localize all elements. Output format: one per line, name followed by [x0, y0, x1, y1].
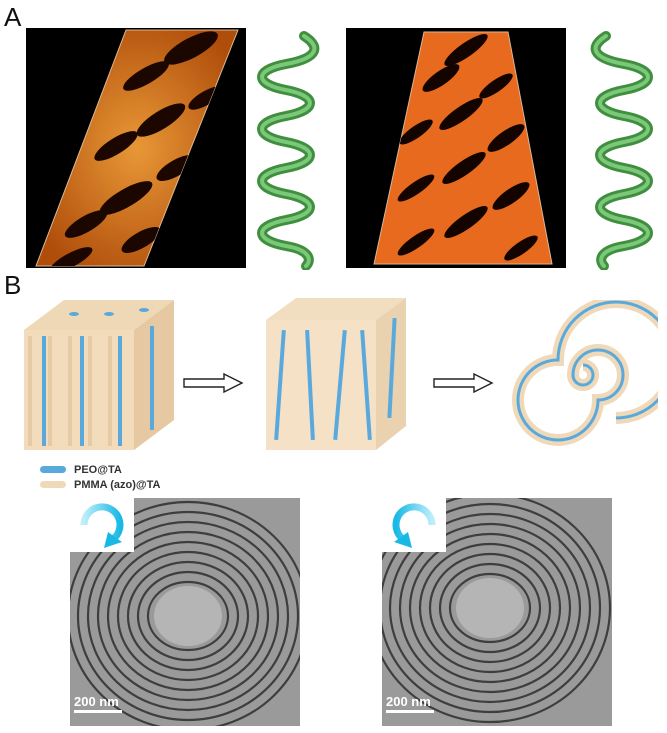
disordered-assembly-schematic	[256, 290, 416, 460]
legend-label: PMMA (azo)@TA	[74, 478, 161, 491]
scale-bar	[74, 710, 122, 713]
panel-label-b: B	[4, 270, 22, 300]
tomography-image-right	[346, 28, 566, 268]
rotation-badge-left	[70, 498, 134, 552]
legend-item-pmma: PMMA (azo)@TA	[40, 477, 161, 492]
scale-bar-label: 200 nm	[386, 694, 431, 709]
counterclockwise-arrow-icon	[392, 503, 436, 548]
legend-swatch	[40, 481, 66, 488]
legend-swatch	[40, 466, 66, 473]
scale-bar	[386, 710, 434, 713]
tomography-image-left	[26, 28, 246, 268]
legend-item-peo: PEO@TA	[40, 462, 161, 477]
scale-bar-label: 200 nm	[74, 694, 119, 709]
panel-label-a: A	[4, 2, 22, 32]
helix-illustration-left	[250, 28, 322, 271]
spiral-assembly-schematic	[508, 296, 667, 450]
rotation-badge-right	[382, 498, 446, 552]
cubic-assembly-schematic	[14, 290, 194, 460]
helix-illustration-right	[588, 28, 660, 271]
clockwise-arrow-icon	[80, 503, 124, 548]
right-arrow-icon	[432, 372, 494, 394]
right-arrow-icon	[182, 372, 244, 394]
legend-label: PEO@TA	[74, 463, 122, 476]
legend: PEO@TA PMMA (azo)@TA	[40, 462, 161, 492]
